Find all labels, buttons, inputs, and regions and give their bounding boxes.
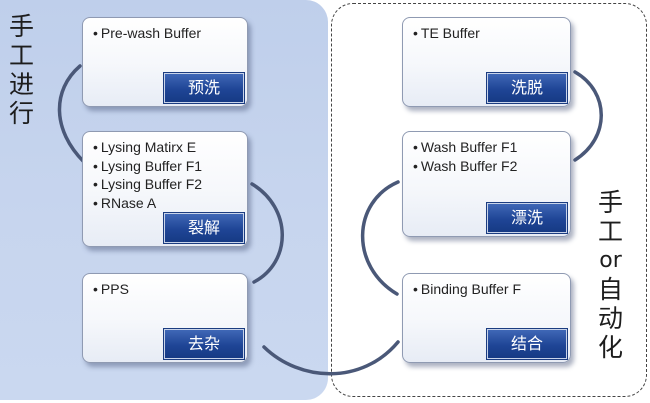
- reagent-item: Pre-wash Buffer: [93, 24, 247, 43]
- auto-label-char: 自: [598, 275, 624, 304]
- manual-label: 手 工 进 行: [9, 12, 34, 128]
- reagent-list: PPS: [83, 274, 247, 299]
- reagent-item: Lysing Matirx E: [93, 138, 247, 157]
- auto-label-char: 化: [598, 333, 624, 362]
- reagent-item: Wash Buffer F2: [413, 157, 570, 176]
- connector-wash-te: [573, 70, 603, 162]
- reagent-item: Wash Buffer F1: [413, 138, 570, 157]
- reagent-list: Wash Buffer F1 Wash Buffer F2: [403, 132, 570, 175]
- connector-binding-wash: [360, 180, 400, 296]
- step-tag-lysis: 裂解: [164, 213, 244, 243]
- auto-label-char: or: [599, 248, 622, 273]
- auto-label-char: 手: [598, 188, 624, 217]
- step-box-wash: Wash Buffer F1 Wash Buffer F2 漂洗: [402, 131, 571, 237]
- step-tag-elution: 洗脱: [487, 73, 567, 103]
- auto-label-char: 动: [598, 304, 624, 333]
- manual-label-char: 进: [9, 70, 35, 99]
- step-tag-impurity-removal: 去杂: [164, 329, 244, 359]
- manual-label-char: 行: [9, 99, 35, 128]
- manual-label-char: 工: [9, 41, 35, 70]
- reagent-item: Binding Buffer F: [413, 280, 570, 299]
- manual-or-auto-label: 手 工 or 自 动 化: [598, 188, 623, 362]
- reagent-list: TE Buffer: [403, 18, 570, 43]
- step-tag-binding: 结合: [487, 329, 567, 359]
- reagent-item: PPS: [93, 280, 247, 299]
- step-box-prewash: Pre-wash Buffer 预洗: [82, 17, 248, 107]
- reagent-list: Pre-wash Buffer: [83, 18, 247, 43]
- step-box-lysis: Lysing Matirx E Lysing Buffer F1 Lysing …: [82, 131, 248, 247]
- connector-lysis-pps: [250, 182, 284, 284]
- reagent-list: Binding Buffer F: [403, 274, 570, 299]
- reagent-item: RNase A: [93, 194, 247, 213]
- reagent-list: Lysing Matirx E Lysing Buffer F1 Lysing …: [83, 132, 247, 212]
- reagent-item: TE Buffer: [413, 24, 570, 43]
- step-box-impurity-removal: PPS 去杂: [82, 273, 248, 363]
- step-tag-prewash: 预洗: [164, 73, 244, 103]
- step-tag-wash: 漂洗: [487, 203, 567, 233]
- step-box-elution: TE Buffer 洗脱: [402, 17, 571, 107]
- reagent-item: Lysing Buffer F1: [93, 157, 247, 176]
- connector-prewash-lysis: [57, 64, 86, 164]
- auto-label-char: 工: [598, 217, 624, 246]
- step-box-binding: Binding Buffer F 结合: [402, 273, 571, 363]
- reagent-item: Lysing Buffer F2: [93, 175, 247, 194]
- manual-or-auto-panel: [331, 3, 647, 397]
- manual-label-char: 手: [9, 12, 35, 41]
- connector-pps-binding: [262, 340, 400, 376]
